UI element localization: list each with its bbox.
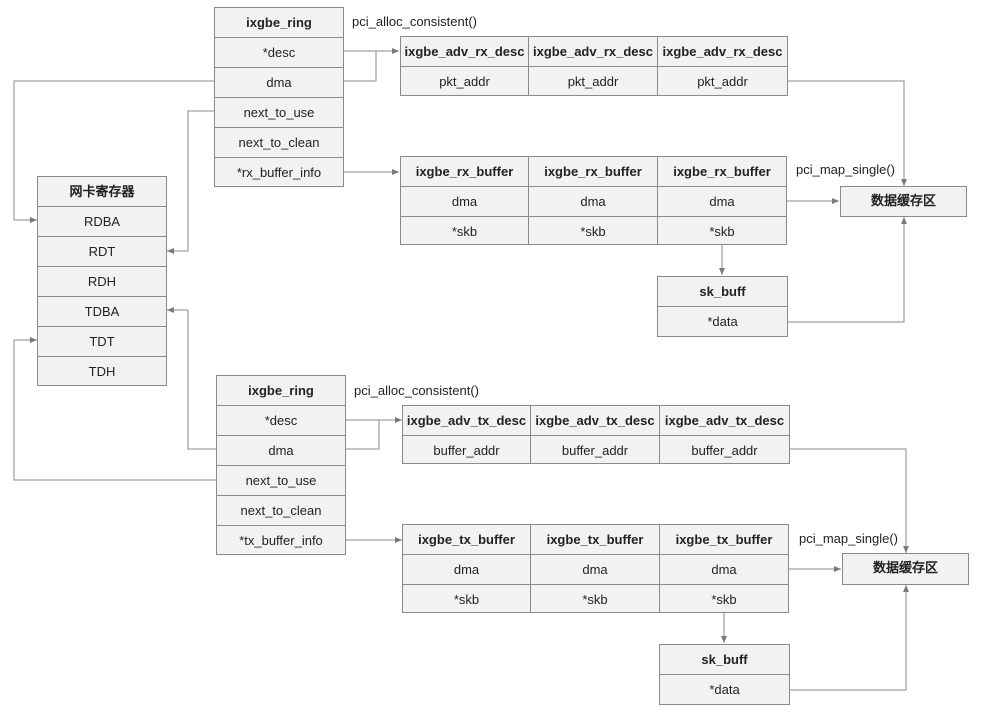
tx-buffer-field-dma: dma [531, 555, 659, 585]
rx-descriptor-title: ixgbe_adv_rx_desc [658, 37, 787, 67]
register-tdt: TDT [38, 327, 166, 357]
rx-descriptor-field: pkt_addr [697, 74, 748, 89]
rx-ring-field-next-to-clean: next_to_clean [215, 128, 343, 158]
rx-data-buffer: 数据缓存区 [840, 186, 967, 217]
rx-buffer-field-skb: *skb [580, 224, 606, 239]
tx-skbuff-data-to-data-buffer-arrow [790, 585, 909, 691]
rx-next-to-use-to-rdt-arrow [167, 110, 214, 254]
tx-ring-field-buffer-info: *tx_buffer_info [239, 533, 323, 548]
rx-ring-field-dma: dma [215, 68, 343, 98]
rx-descriptor-0: ixgbe_adv_rx_desc pkt_addr [400, 36, 529, 96]
tx-descriptor-field: buffer_addr [561, 443, 629, 458]
tx-buffer-field-skb: *skb [711, 592, 737, 607]
tx-buffer-title: ixgbe_tx_buffer [660, 525, 788, 555]
rx-alloc-label: pci_alloc_consistent() [352, 14, 478, 29]
rx-sk-buff-struct: sk_buff *data [657, 276, 788, 337]
register-tdba: TDBA [38, 297, 166, 327]
tx-buffer-field-skb: *skb [453, 592, 480, 607]
tx-buffer-2: ixgbe_tx_buffer dma *skb [659, 524, 789, 613]
rx-buffer-field-dma: dma [401, 187, 528, 217]
rx-descriptor-2: ixgbe_adv_rx_desc pkt_addr [657, 36, 788, 96]
rx-dma-to-desc-line [344, 51, 377, 82]
register-rdba: RDBA [38, 207, 166, 237]
tx-data-buffer: 数据缓存区 [842, 553, 969, 585]
tx-descriptor-field: buffer_addr [433, 443, 500, 458]
rx-buffer-field-skb: *skb [709, 224, 735, 239]
rx-descriptor-title: ixgbe_adv_rx_desc [529, 37, 657, 67]
rx-ring-field-buffer-info: *rx_buffer_info [236, 165, 322, 180]
tx-buffer-field-dma: dma [660, 555, 788, 585]
tx-buffer-0: ixgbe_tx_buffer dma *skb [402, 524, 531, 613]
rx-skbuff-data-to-data-buffer-arrow [788, 217, 907, 323]
tx-buffer-1: ixgbe_tx_buffer dma *skb [530, 524, 660, 613]
tx-descriptor-0: ixgbe_adv_tx_desc buffer_addr [402, 405, 531, 464]
tx-buffer-field-dma: dma [403, 555, 530, 585]
rx-skbuff-field-data: *data [707, 314, 738, 329]
tx-ring-field-next-to-clean: next_to_clean [217, 496, 345, 526]
rx-map-label: pci_map_single() [796, 162, 895, 177]
rx-buffer-field-dma: dma [658, 187, 786, 217]
nic-register-title: 网卡寄存器 [38, 177, 166, 207]
tx-descriptor-field: buffer_addr [691, 443, 758, 458]
tx-dma-to-desc-line [346, 420, 380, 450]
rx-ring-field-desc: *desc [215, 38, 343, 68]
rx-ring-title: ixgbe_ring [215, 8, 343, 38]
tx-alloc-label: pci_alloc_consistent() [354, 383, 480, 398]
tx-buffer-title: ixgbe_tx_buffer [531, 525, 659, 555]
tx-buffer-field-skb: *skb [582, 592, 608, 607]
tx-ring-field-next-to-use: next_to_use [217, 466, 345, 496]
tx-map-label: pci_map_single() [799, 531, 898, 546]
tx-ring-field-dma: dma [217, 436, 345, 466]
tx-descriptor-title: ixgbe_adv_tx_desc [531, 406, 659, 436]
rx-ixgbe-ring-struct: ixgbe_ring *desc dma next_to_use next_to… [214, 7, 344, 187]
tx-sk-buff-struct: sk_buff *data [659, 644, 790, 705]
rx-buffer-title: ixgbe_rx_buffer [529, 157, 657, 187]
tx-descriptor-1: ixgbe_adv_tx_desc buffer_addr [530, 405, 660, 464]
nic-register-table: 网卡寄存器 RDBA RDT RDH TDBA TDT TDH [37, 176, 167, 386]
rx-ring-field-next-to-use: next_to_use [215, 98, 343, 128]
register-rdt: RDT [38, 237, 166, 267]
tx-descriptor-title: ixgbe_adv_tx_desc [403, 406, 530, 436]
rx-descriptor-field: pkt_addr [567, 74, 619, 89]
tx-ring-field-desc: *desc [217, 406, 345, 436]
rx-descriptor-field: pkt_addr [439, 74, 490, 89]
register-tdh: TDH [88, 364, 116, 379]
rx-descriptor-title: ixgbe_adv_rx_desc [401, 37, 528, 67]
rx-buffer-title: ixgbe_rx_buffer [658, 157, 786, 187]
rx-buffer-2: ixgbe_rx_buffer dma *skb [657, 156, 787, 245]
tx-ring-title: ixgbe_ring [217, 376, 345, 406]
rx-buffer-title: ixgbe_rx_buffer [401, 157, 528, 187]
tx-next-to-use-to-tdt-arrow [13, 337, 216, 481]
tx-descriptor-2: ixgbe_adv_tx_desc buffer_addr [659, 405, 790, 464]
tx-dma-to-tdba-arrow [167, 307, 216, 450]
tx-skbuff-title: sk_buff [660, 645, 789, 675]
tx-skbuff-field-data: *data [709, 682, 740, 697]
tx-descriptor-title: ixgbe_adv_tx_desc [660, 406, 789, 436]
tx-buffer-title: ixgbe_tx_buffer [403, 525, 530, 555]
rx-skbuff-title: sk_buff [658, 277, 787, 307]
rx-buffer-0: ixgbe_rx_buffer dma *skb [400, 156, 529, 245]
rx-buffer-field-skb: *skb [451, 224, 478, 239]
register-rdh: RDH [38, 267, 166, 297]
tx-buffer-addr-to-data-buffer-arrow [790, 448, 909, 553]
rx-descriptor-1: ixgbe_adv_rx_desc pkt_addr [528, 36, 658, 96]
tx-ixgbe-ring-struct: ixgbe_ring *desc dma next_to_use next_to… [216, 375, 346, 555]
rx-pkt-addr-to-data-buffer-arrow [788, 80, 907, 186]
rx-buffer-field-dma: dma [529, 187, 657, 217]
rx-buffer-1: ixgbe_rx_buffer dma *skb [528, 156, 658, 245]
rx-dma-to-rdba-arrow [13, 80, 214, 223]
